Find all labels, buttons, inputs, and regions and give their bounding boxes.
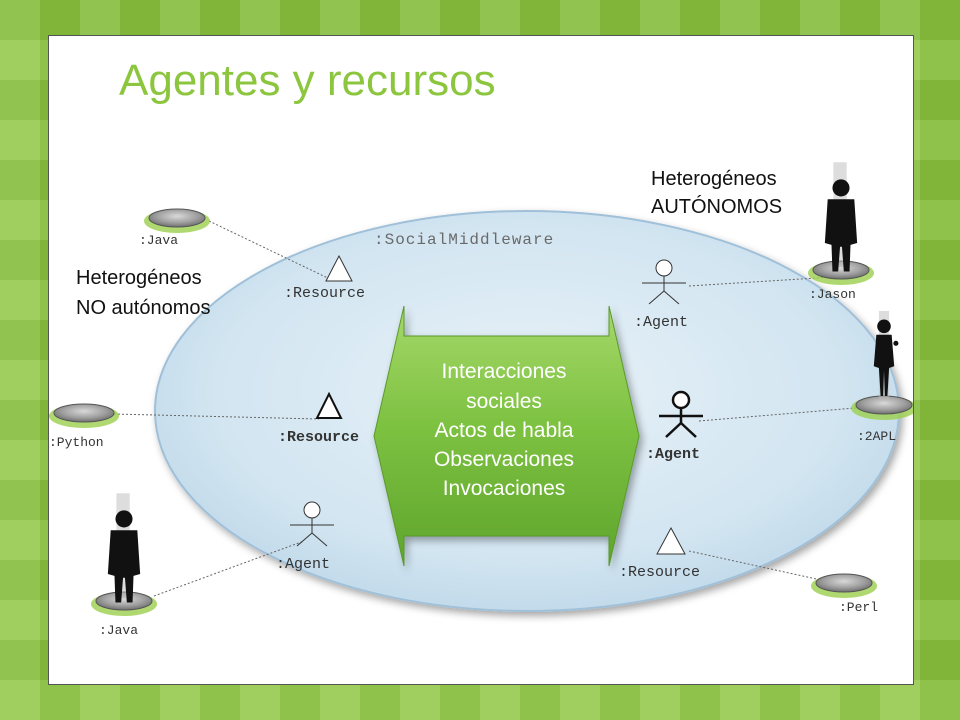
autonomous-label-line1: Heterogéneos — [651, 168, 777, 190]
arrow-line-3: Actos de habla — [435, 419, 574, 442]
platform-label: :Java — [139, 233, 178, 248]
arrow-line-1: Interacciones — [442, 360, 567, 383]
slide: Agentes y recursos — [48, 35, 914, 685]
person-silhouette-icon — [824, 162, 858, 272]
agent-stick-figure-icon — [290, 501, 334, 547]
platform-label: :Java — [99, 623, 138, 638]
arrow-text: Interacciones sociales Actos de habla Ob… — [434, 360, 574, 500]
arrow-line-5: Invocaciones — [443, 477, 566, 500]
platform-disk-icon — [144, 208, 210, 233]
arrow-line-2: sociales — [466, 390, 542, 413]
agent-stick-figure-icon — [659, 390, 703, 438]
social-middleware-label: :SocialMiddleware — [374, 231, 554, 249]
resource-triangle-icon — [315, 391, 343, 419]
platform-disk-icon — [49, 403, 119, 428]
arrow-line-4: Observaciones — [434, 448, 574, 471]
agent-label: :Agent — [634, 314, 688, 331]
platform-disk-icon — [91, 591, 157, 616]
interaction-arrow — [373, 305, 640, 567]
autonomous-label-line2: AUTÓNOMOS — [651, 195, 782, 218]
platform-label: :Perl — [839, 600, 878, 615]
platform-disk-icon — [808, 260, 874, 285]
platform-label: :2APL — [857, 429, 896, 444]
resource-label: :Resource — [278, 429, 359, 446]
resource-triangle-icon — [325, 254, 353, 282]
agent-label: :Agent — [276, 556, 330, 573]
person-silhouette-icon — [107, 493, 141, 603]
agents-resources-diagram: :SocialMiddleware Interacciones sociales… — [49, 162, 913, 638]
resource-label: :Resource — [619, 564, 700, 581]
non-autonomous-label-line2: NO autónomos — [76, 297, 211, 319]
platform-label: :Jason — [809, 287, 856, 302]
resource-label: :Resource — [284, 285, 365, 302]
non-autonomous-label-line1: Heterogéneos — [76, 267, 202, 289]
platform-disk-icon — [851, 395, 913, 420]
slide-title: Agentes y recursos — [119, 56, 496, 105]
platform-disk-icon — [811, 573, 877, 598]
agent-label: :Agent — [646, 446, 700, 463]
agent-stick-figure-icon — [642, 259, 686, 305]
person-silhouette-icon — [873, 311, 899, 401]
platform-label: :Python — [49, 435, 104, 450]
resource-triangle-icon — [656, 526, 686, 555]
